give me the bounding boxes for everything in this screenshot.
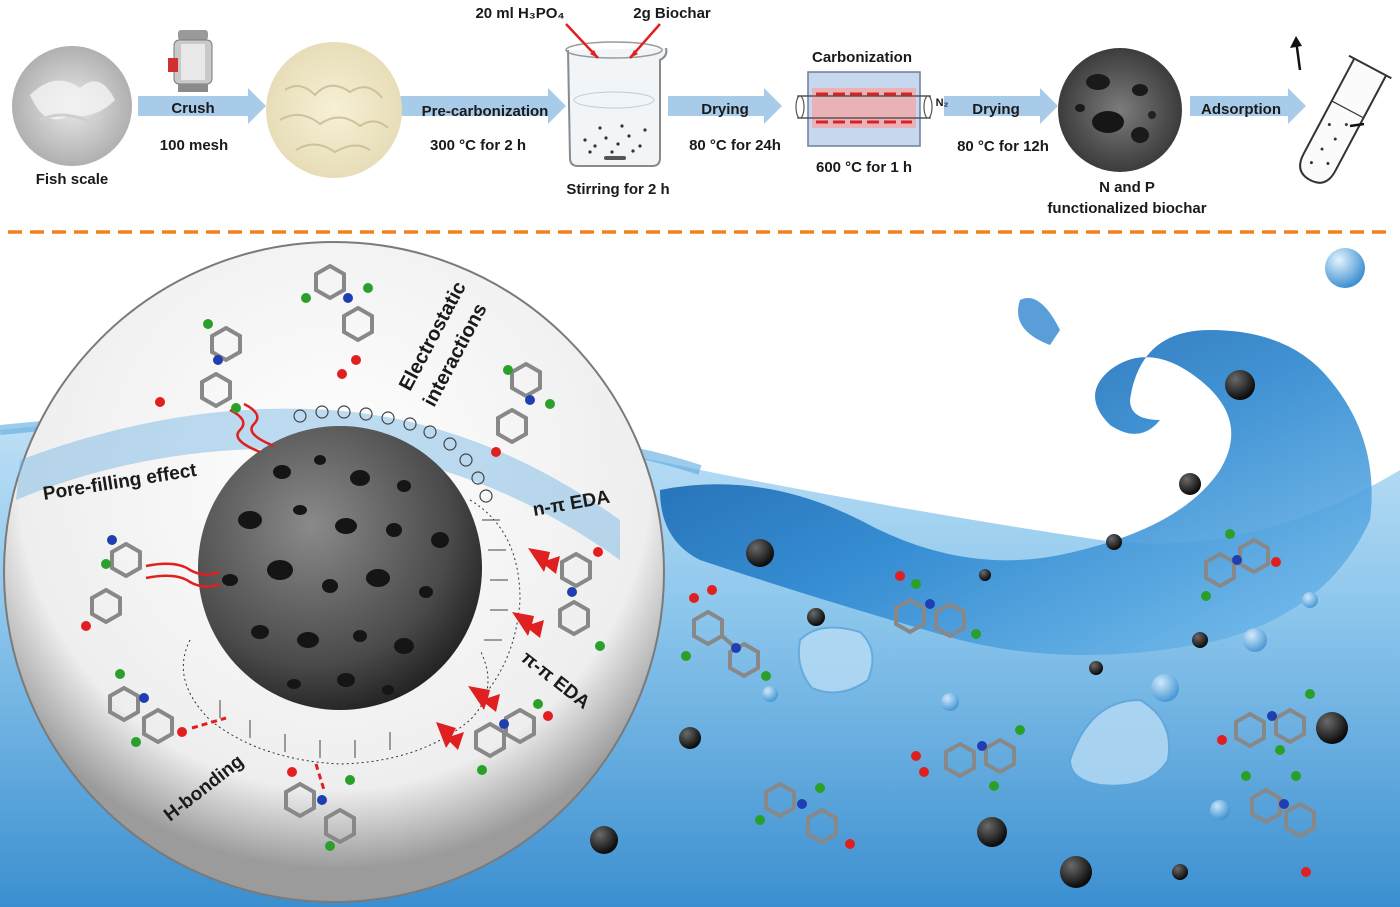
adsorbed-molecules [81, 263, 605, 851]
diclofenac-molecule [1217, 689, 1315, 755]
label-adsorption: Adsorption [1201, 101, 1281, 118]
core-pores [222, 455, 449, 695]
beaker-icon [565, 23, 668, 167]
label-crush: Crush [171, 100, 214, 117]
biochar-particle [979, 569, 991, 581]
bubble [762, 686, 778, 702]
label-stirring: Stirring for 2 h [566, 181, 669, 198]
biochar-particle [590, 826, 618, 854]
biochar-particle [679, 727, 701, 749]
bubble [941, 693, 959, 711]
diclofenac-molecule [491, 361, 555, 457]
biochar-particle [1179, 473, 1201, 495]
eda-arrows [436, 548, 560, 750]
arrow-drying-2 [944, 88, 1058, 124]
biochar-core [198, 426, 482, 710]
biochar-particle [746, 539, 774, 567]
label-precarbonization-condition: 300 °C for 2 h [430, 137, 526, 154]
biochar-particle [807, 608, 825, 626]
magnified-biochar-sphere: Pore-filling effect Electrostatic intera… [3, 241, 665, 903]
fish-scale-photo [12, 46, 132, 166]
diclofenac-molecule [284, 767, 356, 851]
biochar-particle [1172, 864, 1188, 880]
electrostatic-charges [293, 405, 493, 503]
pore-filling-lines [145, 402, 275, 588]
biochar-particle [1192, 632, 1208, 648]
grinder-icon [168, 30, 213, 92]
diclofenac-molecule [755, 781, 855, 849]
biochar-particle [1089, 661, 1103, 675]
diclofenac-molecule [911, 725, 1025, 791]
tube-furnace-icon [795, 71, 933, 147]
ice-block [1068, 698, 1171, 787]
label-drying-1-condition: 80 °C for 24h [689, 137, 781, 154]
biochar-particle [1225, 370, 1255, 400]
diclofenac-molecule [108, 669, 187, 747]
biochar-sem-photo [1058, 48, 1182, 172]
label-carbonization: Carbonization [812, 49, 912, 66]
biochar-particle [1106, 534, 1122, 550]
h-bond-lines [191, 716, 326, 791]
flow-arrows [138, 88, 1306, 124]
test-tube-icon [1299, 54, 1392, 184]
biochar-particles [590, 370, 1348, 888]
label-carbonization-condition: 600 °C for 1 h [816, 159, 912, 176]
diclofenac-molecule [681, 585, 771, 681]
label-product-line-2: functionalized biochar [1047, 200, 1206, 217]
bubble [1210, 800, 1230, 820]
label-mesh: 100 mesh [160, 137, 228, 154]
label-nitrogen-gas: N₂ [936, 97, 949, 109]
surface-groups [219, 519, 508, 758]
diclofenac-molecule [474, 699, 553, 775]
biochar-particle [977, 817, 1007, 847]
diclofenac-molecule [301, 263, 374, 379]
label-product-line-1: N and P [1099, 179, 1155, 196]
bubble [1302, 592, 1318, 608]
molecules-in-water [681, 529, 1316, 877]
biochar-particle [1060, 856, 1092, 888]
arrow-precarbonization [400, 88, 566, 124]
label-reagent-acid: 20 ml H₃PO₄ [475, 5, 564, 22]
label-fish-scale: Fish scale [36, 171, 109, 188]
wave-crest [660, 330, 1372, 655]
diclofenac-molecule [1201, 529, 1281, 601]
arrow-drying-1 [668, 88, 782, 124]
diclofenac-molecule [155, 319, 242, 413]
bubble [1151, 674, 1179, 702]
label-drying-2: Drying [972, 101, 1020, 118]
diclofenac-molecule [1241, 771, 1316, 877]
arrow-adsorption [1190, 88, 1306, 124]
diclofenac-molecule [81, 535, 142, 631]
label-drying-1: Drying [701, 101, 749, 118]
label-precarbonization: Pre-carbonization [422, 103, 549, 120]
diclofenac-molecule [894, 571, 981, 639]
label-drying-2-condition: 80 °C for 12h [957, 138, 1049, 155]
process-flow: Fish scale Crush 100 mesh Pre-carbonizat… [12, 5, 1392, 217]
label-reagent-biochar: 2g Biochar [633, 5, 711, 22]
biochar-particle [1316, 712, 1348, 744]
water-drop [1325, 248, 1365, 288]
arrow-crush [138, 88, 266, 124]
diclofenac-molecule [558, 547, 605, 651]
ice-block [797, 626, 874, 694]
powder-photo [266, 42, 402, 178]
bubble [1243, 628, 1267, 652]
